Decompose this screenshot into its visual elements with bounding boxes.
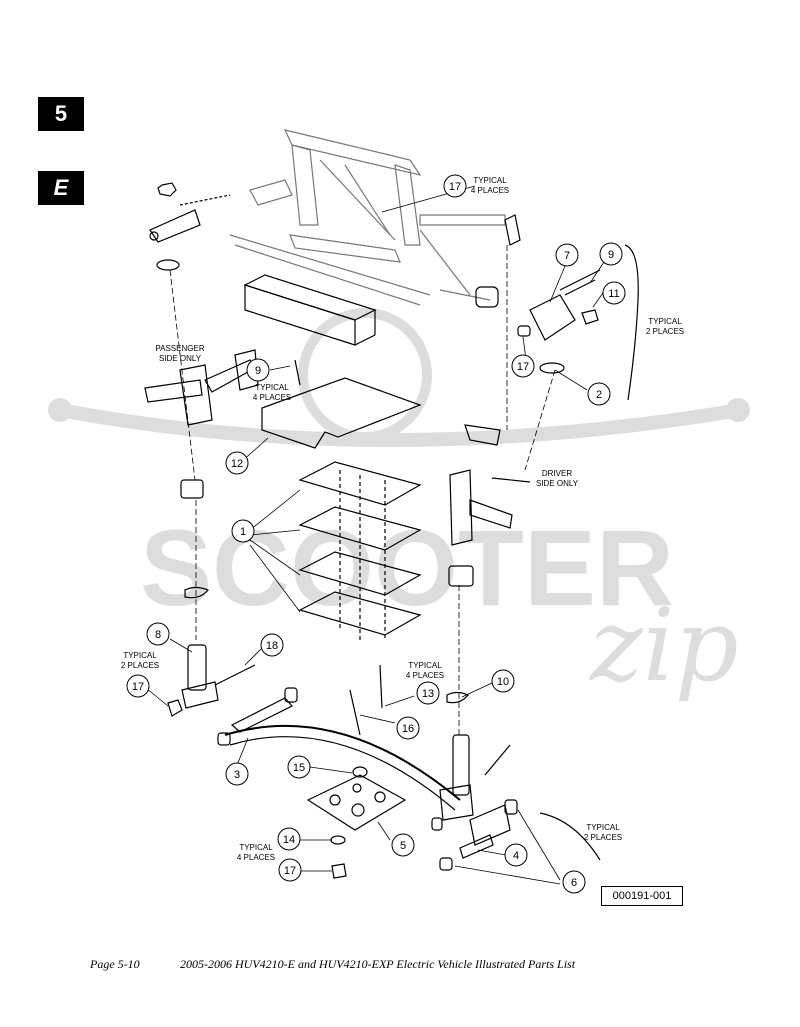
callout-label: 14 (283, 834, 295, 846)
kingpin-left (167, 644, 256, 717)
callout-label: 5 (400, 840, 406, 852)
callout-label: 13 (422, 688, 434, 700)
note-driver-1: DRIVER (542, 469, 572, 478)
watermark: SCOOTER zip (48, 308, 750, 704)
section-tab: E (38, 171, 84, 205)
callout-9: 9 (599, 242, 623, 266)
callout-17: 17 (278, 858, 302, 882)
note-typical-2c-1: TYPICAL (586, 823, 620, 832)
callout-16: 16 (396, 716, 420, 740)
footer-page: Page 5-10 (90, 957, 140, 971)
typical-bracket-bottom (539, 812, 601, 861)
callout-9: 9 (246, 358, 270, 382)
footer-title: 2005-2006 HUV4210-E and HUV4210-EXP Elec… (180, 957, 576, 971)
callout-4: 4 (504, 843, 528, 867)
lower-plate (306, 766, 407, 879)
note-passenger-2: SIDE ONLY (159, 354, 202, 363)
callout-label: 8 (155, 629, 161, 641)
note-typical-4b-2: 4 PLACES (253, 393, 291, 402)
note-passenger-1: PASSENGER (155, 344, 204, 353)
callout-10: 10 (491, 669, 515, 693)
callout-11: 11 (602, 281, 626, 305)
callout-6: 6 (562, 870, 586, 894)
note-typical-2a-2: 2 PLACES (646, 327, 684, 336)
callout-label: 17 (517, 361, 529, 373)
callout-label: 9 (255, 365, 261, 377)
callout-17: 17 (443, 174, 467, 198)
callout-label: 15 (293, 762, 305, 774)
callout-2: 2 (587, 382, 611, 406)
reference-code: 000191-001 (601, 886, 683, 906)
note-typical-2b-1: TYPICAL (123, 651, 157, 660)
callout-label: 2 (596, 389, 602, 401)
callout-label: 4 (513, 850, 519, 862)
callout-label: 11 (608, 288, 619, 300)
note-typical-2b-2: 2 PLACES (121, 661, 159, 670)
note-typical-4c-1: TYPICAL (408, 661, 442, 670)
watermark-brand-script: zip (589, 587, 739, 704)
note-typical-4d-1: TYPICAL (239, 843, 273, 852)
note-driver-2: SIDE ONLY (536, 479, 579, 488)
callout-label: 17 (449, 181, 461, 193)
bracket-assembly (475, 214, 601, 374)
note-typical-4c-2: 4 PLACES (406, 671, 444, 680)
callout-3: 3 (225, 762, 249, 786)
callout-label: 7 (564, 250, 570, 262)
callout-label: 9 (608, 249, 614, 261)
watermark-brand: SCOOTER (140, 507, 674, 628)
callout-label: 17 (284, 865, 296, 877)
callout-label: 17 (132, 681, 144, 693)
note-typical-4a-2: 4 PLACES (471, 186, 509, 195)
cross-member (243, 274, 377, 346)
notes: PASSENGER SIDE ONLY DRIVER SIDE ONLY TYP… (121, 176, 684, 862)
callout-label: 12 (231, 458, 243, 470)
typical-bracket-top (624, 244, 639, 401)
chapter-tab: 5 (38, 97, 84, 131)
callout-1: 1 (231, 519, 255, 543)
note-typical-4b-1: TYPICAL (255, 383, 289, 392)
kingpin-right (431, 734, 518, 871)
callout-15: 15 (287, 755, 311, 779)
callout-14: 14 (277, 827, 301, 851)
leaf-plates (298, 461, 422, 640)
callout-label: 1 (240, 526, 246, 538)
note-typical-4a-1: TYPICAL (473, 176, 507, 185)
callout-18: 18 (260, 633, 284, 657)
callout-label: 16 (402, 723, 414, 735)
callout-7: 7 (555, 243, 579, 267)
callout-label: 3 (234, 769, 240, 781)
callout-13: 13 (416, 681, 440, 705)
callout-label: 18 (266, 640, 278, 652)
callout-label: 10 (497, 676, 509, 688)
leaf-spring (217, 687, 461, 811)
callout-5: 5 (391, 833, 415, 857)
callout-12: 12 (225, 451, 249, 475)
center-lines (169, 245, 556, 735)
callout-17: 17 (126, 674, 150, 698)
driver-spindle (446, 424, 513, 704)
note-typical-2a-1: TYPICAL (648, 317, 682, 326)
upper-left-arm (149, 182, 231, 271)
callout-17: 17 (511, 354, 535, 378)
frame-assembly (229, 129, 506, 306)
note-typical-4d-2: 4 PLACES (237, 853, 275, 862)
note-typical-2c-2: 2 PLACES (584, 833, 622, 842)
shim-plate-12 (261, 377, 422, 449)
callout-8: 8 (146, 622, 170, 646)
callout-label: 6 (571, 877, 577, 889)
